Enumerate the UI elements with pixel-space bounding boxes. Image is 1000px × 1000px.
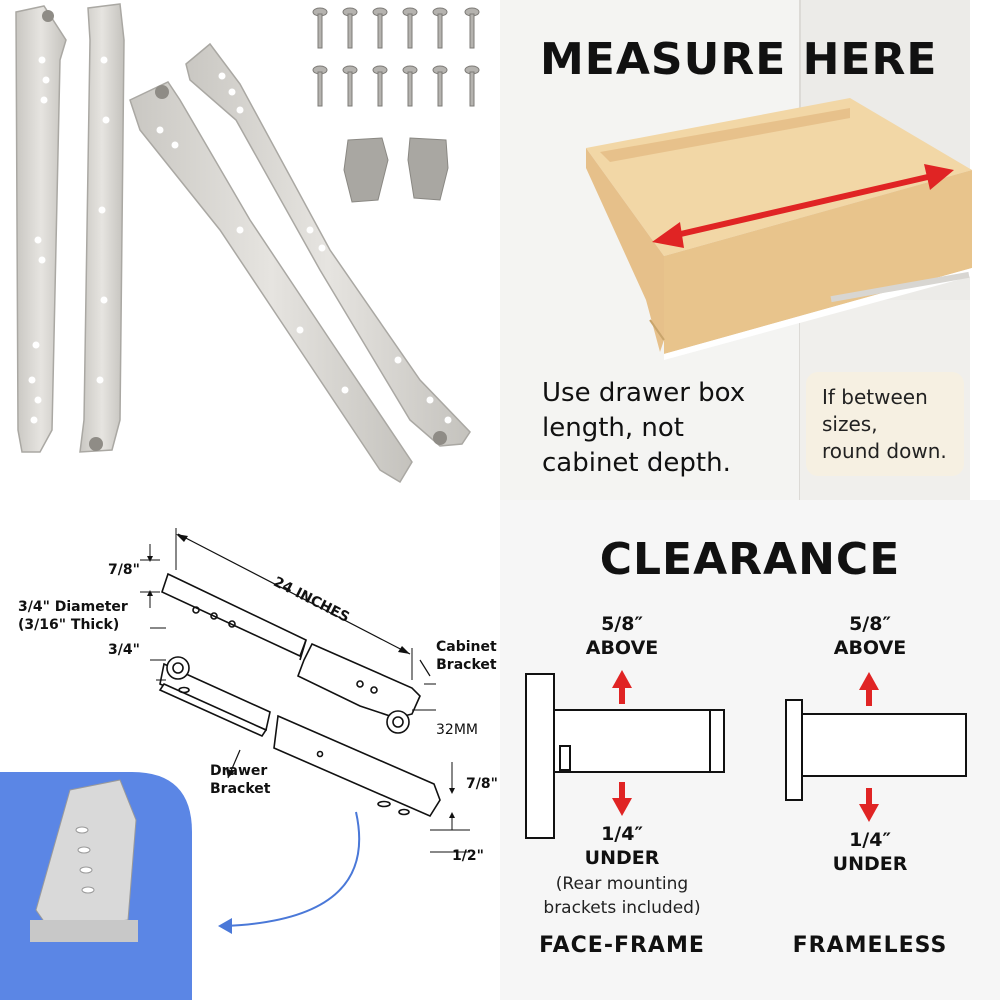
face-frame-note-line: (Rear mounting xyxy=(555,874,689,894)
slides-hardware-photo xyxy=(0,0,500,500)
frameless-under-value: 1/4″ xyxy=(849,829,891,851)
frameless-arrows xyxy=(859,672,879,822)
rear-brackets xyxy=(343,137,449,203)
instruction-line: Use drawer box xyxy=(542,378,746,408)
drawer-rail-center xyxy=(79,3,125,453)
face-frame-note: (Rear mounting brackets included) xyxy=(522,872,722,920)
note-line: If between xyxy=(822,385,928,409)
face-frame-under-label: UNDER xyxy=(584,847,660,869)
slides-illustration xyxy=(15,3,480,484)
drawer-bracket-line: Drawer xyxy=(210,763,268,779)
frameless-title: FRAMELESS xyxy=(792,933,948,958)
drawer-bracket-label: Drawer Bracket xyxy=(210,762,270,798)
note-line: sizes, xyxy=(822,412,878,436)
clearance-diagrams xyxy=(525,670,967,839)
face-frame-title: FACE-FRAME xyxy=(539,933,705,958)
face-frame-above: 5/8″ ABOVE xyxy=(572,612,672,660)
top-height-label: 7/8" xyxy=(108,562,140,578)
clearance-panel: CLEARANCE 5/8″ xyxy=(500,500,1000,1000)
measure-instruction: Use drawer box length, not cabinet depth… xyxy=(542,376,745,481)
closeup-inset xyxy=(0,772,192,1000)
instruction-line: cabinet depth. xyxy=(542,448,731,478)
frameless-above: 5/8″ ABOVE xyxy=(820,612,920,660)
note-line: round down. xyxy=(822,439,947,463)
measure-heading: MEASURE HERE xyxy=(540,34,938,85)
frameless-under: 1/4″ UNDER xyxy=(820,828,920,876)
face-frame-note-line: brackets included) xyxy=(543,898,701,918)
hole-spacing-label: 32MM xyxy=(436,722,478,738)
roller-diameter-line: 3/4" Diameter xyxy=(18,599,128,615)
frameless-above-label: ABOVE xyxy=(833,637,907,659)
measure-panel: MEASURE HERE Use drawer box length, not … xyxy=(500,0,1000,500)
face-frame-diagram xyxy=(525,673,725,839)
face-frame-above-value: 5/8″ xyxy=(601,613,643,635)
frameless-under-label: UNDER xyxy=(832,853,908,875)
face-frame-under: 1/4″ UNDER xyxy=(572,822,672,870)
measure-arrow xyxy=(652,164,954,248)
cabinet-rail-right xyxy=(185,42,471,447)
bottom-height-label: 7/8" xyxy=(466,776,498,792)
bottom-width-label: 1/2" xyxy=(452,848,484,864)
drawer-rail-left xyxy=(15,5,67,453)
face-frame-under-value: 1/4″ xyxy=(601,823,643,845)
roller-thickness-line: (3/16" Thick) xyxy=(18,617,120,633)
dimension-diagram: 24 INCHES 7/8" 3/4" Diameter (3/16" Thic… xyxy=(0,500,500,1000)
cabinet-bracket-label: Cabinet Bracket xyxy=(436,638,497,674)
roller-diameter-label: 3/4" Diameter (3/16" Thick) xyxy=(18,598,128,634)
frameless-above-value: 5/8″ xyxy=(849,613,891,635)
rounding-note: If between sizes, round down. xyxy=(806,372,964,476)
cabinet-rail-long xyxy=(129,81,413,484)
frameless-diagram xyxy=(785,699,967,801)
roller-offset-label: 3/4" xyxy=(108,642,140,658)
cabinet-bracket-line: Bracket xyxy=(436,657,497,673)
face-frame-above-label: ABOVE xyxy=(585,637,659,659)
slide-line-drawing xyxy=(0,528,470,1000)
instruction-line: length, not xyxy=(542,413,684,443)
cabinet-bracket-line: Cabinet xyxy=(436,639,497,655)
drawer-bracket-line: Bracket xyxy=(210,781,271,797)
face-frame-arrows xyxy=(612,670,632,816)
clearance-heading: CLEARANCE xyxy=(599,534,901,585)
screws xyxy=(312,7,480,107)
drawer-box xyxy=(586,98,972,360)
